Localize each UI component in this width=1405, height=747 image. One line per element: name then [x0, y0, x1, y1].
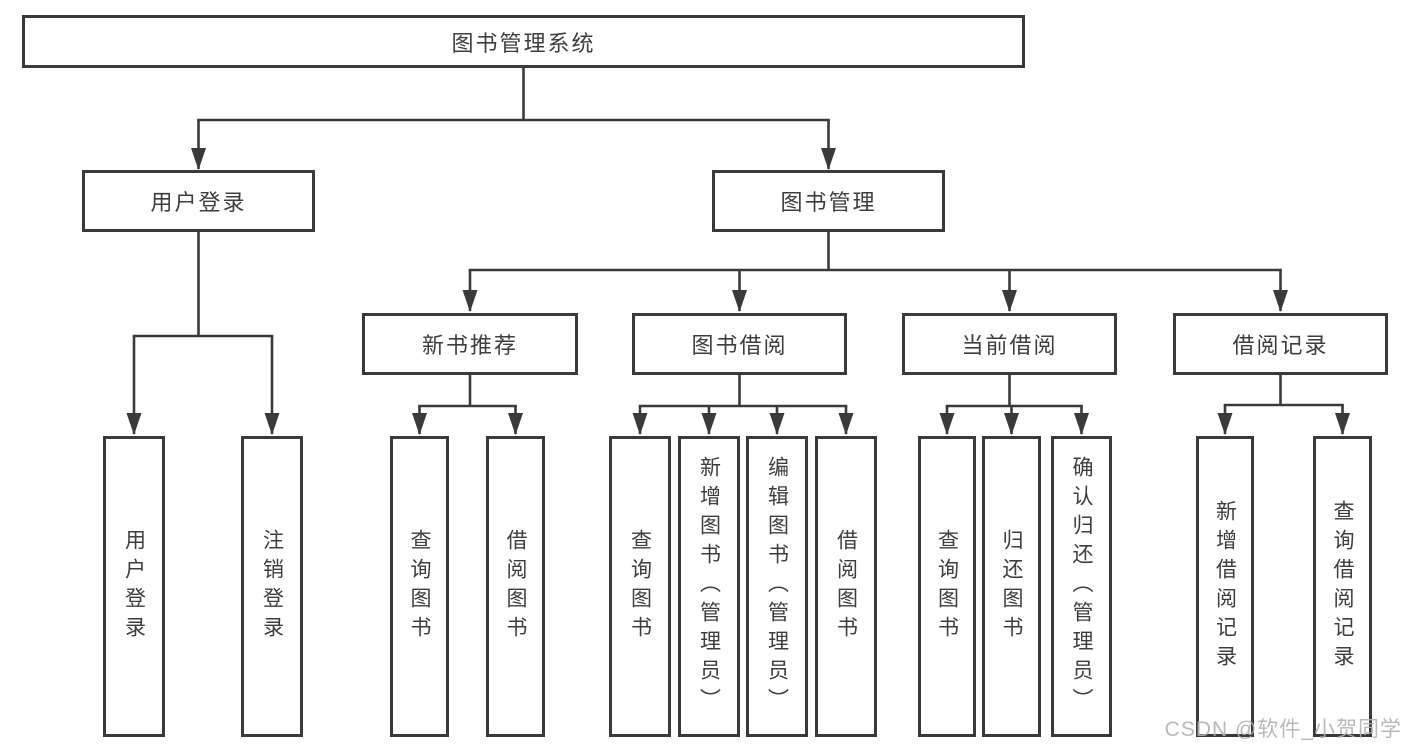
node-book-borrow: 图书借阅 [632, 313, 847, 375]
node-label: 借阅图书 [504, 528, 527, 645]
edges-book-borrow-branch [632, 375, 854, 435]
node-label: 查询图书 [628, 528, 652, 645]
leaf-query-books-borrow: 查询图书 [609, 436, 671, 737]
node-label: 注销登录 [260, 528, 284, 645]
node-label: 确认归还（管理员） [1070, 456, 1093, 717]
node-label: 编辑图书（管理员） [765, 456, 789, 717]
edges-borrow-records-branch [1217, 375, 1350, 435]
node-current-borrow: 当前借阅 [902, 313, 1117, 375]
edges-new-book-recommend-branch [412, 375, 523, 435]
node-borrow-records: 借阅记录 [1173, 313, 1388, 375]
node-label: 新增图书（管理员） [697, 456, 721, 717]
node-label: 图书管理 [780, 190, 877, 215]
leaf-return-book: 归还图书 [982, 436, 1041, 737]
node-label: 用户登录 [122, 528, 146, 645]
edges-user-login-branch [126, 232, 280, 435]
node-label: 查询图书 [935, 528, 959, 645]
edges-current-borrow-branch [939, 375, 1089, 435]
edges-book-management-branch [462, 232, 1288, 312]
node-label: 用户登录 [150, 190, 247, 215]
leaf-edit-book-admin: 编辑图书（管理员） [746, 436, 808, 737]
leaf-add-book-admin: 新增图书（管理员） [678, 436, 740, 737]
node-label: 新书推荐 [421, 333, 518, 358]
node-library-management-system: 图书管理系统 [22, 15, 1025, 68]
leaf-query-borrow-record: 查询借阅记录 [1313, 436, 1372, 737]
leaf-confirm-return-admin: 确认归还（管理员） [1051, 436, 1112, 737]
leaf-query-books-current: 查询图书 [918, 436, 976, 737]
node-label: 归还图书 [1000, 528, 1023, 645]
leaf-query-books-recommend: 查询图书 [390, 436, 449, 737]
node-label: 查询图书 [408, 528, 431, 645]
node-user-login: 用户登录 [82, 170, 315, 232]
node-label: 图书管理系统 [451, 30, 596, 56]
node-label: 新增借阅记录 [1213, 499, 1237, 674]
leaf-borrow-books-recommend: 借阅图书 [486, 436, 545, 737]
edges-root-to-level2 [191, 68, 836, 170]
node-label: 图书借阅 [691, 333, 788, 358]
node-label: 当前借阅 [961, 333, 1058, 358]
node-book-management: 图书管理 [712, 170, 945, 232]
leaf-logout: 注销登录 [241, 436, 303, 737]
node-label: 查询借阅记录 [1331, 499, 1354, 674]
node-new-book-recommend: 新书推荐 [362, 313, 578, 375]
leaf-add-borrow-record: 新增借阅记录 [1196, 436, 1254, 737]
node-label: 借阅记录 [1232, 333, 1329, 358]
node-label: 借阅图书 [834, 528, 858, 645]
leaf-borrow-book: 借阅图书 [815, 436, 877, 737]
leaf-user-login: 用户登录 [103, 436, 165, 737]
csdn-watermark: CSDN @软件_小贺同学 [1164, 718, 1402, 741]
